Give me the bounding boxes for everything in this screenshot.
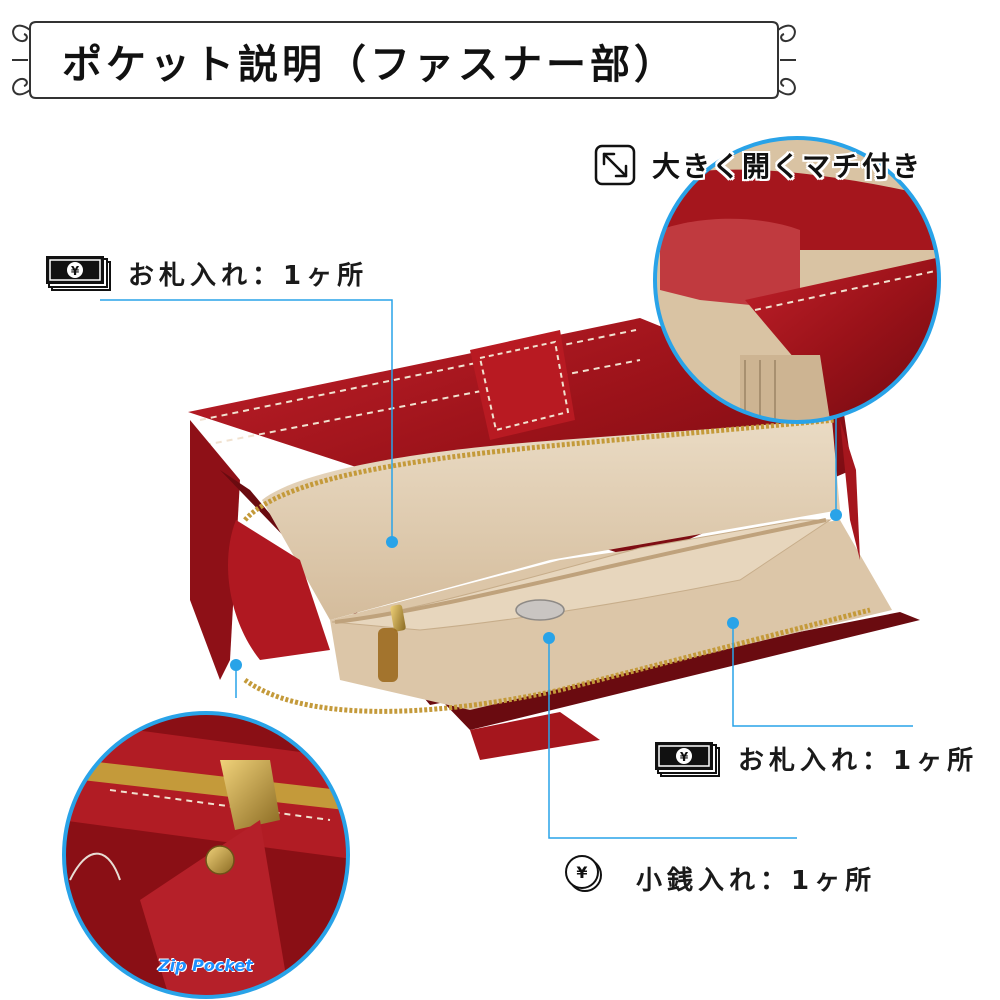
callout-line-coin [548,638,797,839]
callout-dot-bill-lower [727,617,739,629]
callout-dot-zip [230,659,242,671]
svg-text:¥: ¥ [576,863,587,882]
banknote-stack-icon: ¥ [46,256,111,291]
callout-dots [230,509,842,671]
title-frame [12,21,796,99]
expand-arrows-icon [594,144,636,186]
wallet [188,318,920,760]
callout-line-bill-lower [732,623,913,727]
callout-dot-bill-upper [386,536,398,548]
callout-dot-coin [543,632,555,644]
label-gusset: 大きく開くマチ付き [652,150,923,183]
label-bill-pocket-lower: お札入れ：1ヶ所 [738,746,979,776]
svg-text:¥: ¥ [71,264,80,278]
svg-text:¥: ¥ [680,750,689,764]
zip-pocket-caption: Zip Pocket [158,956,253,975]
callout-lines [100,299,913,839]
gusset-zoom [653,136,941,424]
callout-line-bill-upper [100,299,393,542]
banknote-stack-icon: ¥ [655,742,720,777]
page-title: ポケット説明（ファスナー部） [62,42,678,88]
label-coin-pocket: 小銭入れ：1ヶ所 [636,866,877,896]
zip-pocket-zoom [62,711,350,999]
callout-dot-gusset [830,509,842,521]
label-bill-pocket-upper: お札入れ：1ヶ所 [128,261,369,291]
yen-coin-icon: ¥ [565,855,602,892]
